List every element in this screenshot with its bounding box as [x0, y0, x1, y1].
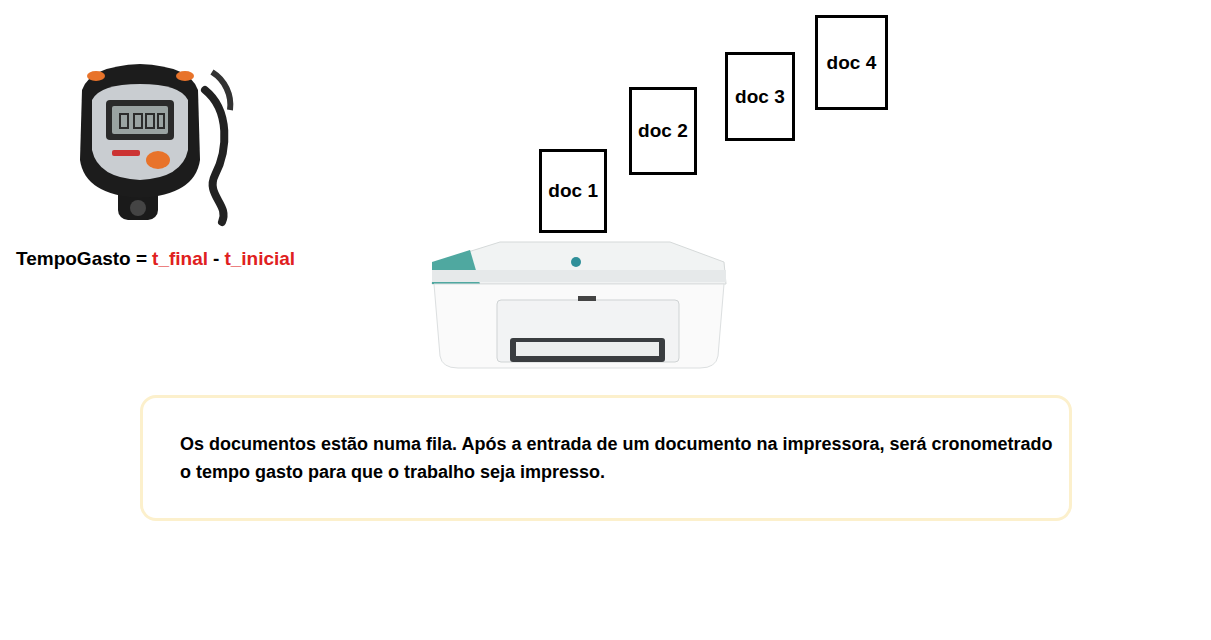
formula-line: TempoGasto =t_final-t_inicial: [16, 248, 295, 270]
document-label: doc 4: [827, 52, 877, 74]
formula-text: -: [213, 248, 219, 270]
formula-text: TempoGasto =: [16, 248, 147, 270]
document-label: doc 3: [735, 86, 785, 108]
variable-name: t_final: [152, 248, 208, 270]
document-label: doc 2: [638, 120, 688, 142]
document-box: doc 1: [539, 149, 607, 233]
document-box: doc 4: [815, 15, 888, 110]
document-box: doc 3: [725, 52, 795, 141]
variable-name: t_inicial: [224, 248, 295, 270]
printer-illustration: [432, 242, 726, 368]
stopwatch-illustration: [80, 64, 230, 222]
note-box: Os documentos estão numa fila. Após a en…: [140, 395, 1072, 521]
note-text: Os documentos estão numa fila. Após a en…: [180, 430, 1060, 486]
document-label: doc 1: [548, 180, 598, 202]
document-box: doc 2: [629, 87, 697, 175]
